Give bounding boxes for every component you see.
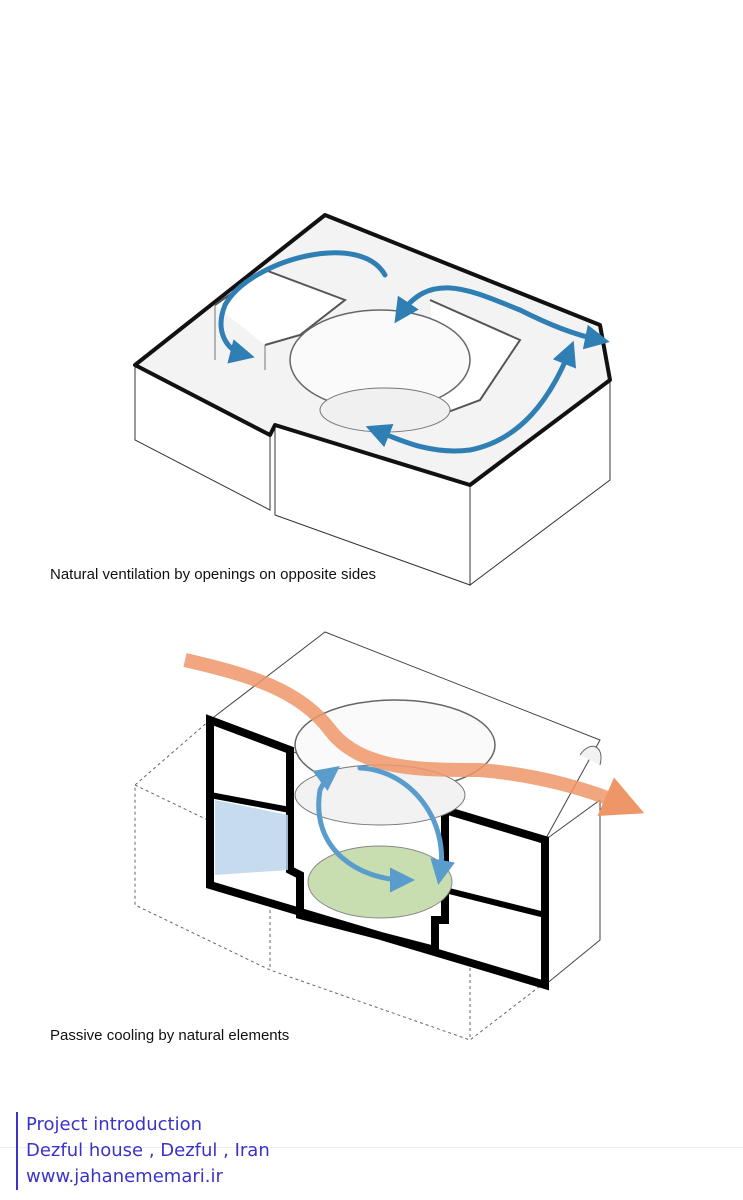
ventilation-caption: Natural ventilation by openings on oppos… <box>50 566 377 583</box>
cooling-caption: Passive cooling by natural elements <box>50 1027 290 1044</box>
footer-title: Project introduction <box>26 1114 203 1135</box>
cooling-arrow <box>357 765 455 885</box>
airflow-arrow <box>365 340 577 454</box>
cool-air-zone <box>215 800 288 875</box>
airflow-arrow <box>218 250 388 364</box>
water-pool <box>307 845 453 919</box>
footer-location: Dezful house , Dezful , Iran <box>26 1140 270 1161</box>
footer-website[interactable]: www.jahanememari.ir <box>26 1166 223 1187</box>
wind-arrow <box>183 653 645 817</box>
ventilation-diagram <box>133 213 612 586</box>
airflow-arrow <box>394 285 610 350</box>
cooling-arrow <box>312 765 415 893</box>
cooling-diagram <box>134 631 645 1041</box>
project-footer: Project introduction Dezful house , Dezf… <box>16 1112 270 1190</box>
footer-divider <box>0 1147 743 1148</box>
section-cut <box>206 714 549 991</box>
building-block <box>133 213 612 586</box>
cooling-arrows <box>312 765 455 893</box>
airflow-arrows <box>218 250 610 454</box>
